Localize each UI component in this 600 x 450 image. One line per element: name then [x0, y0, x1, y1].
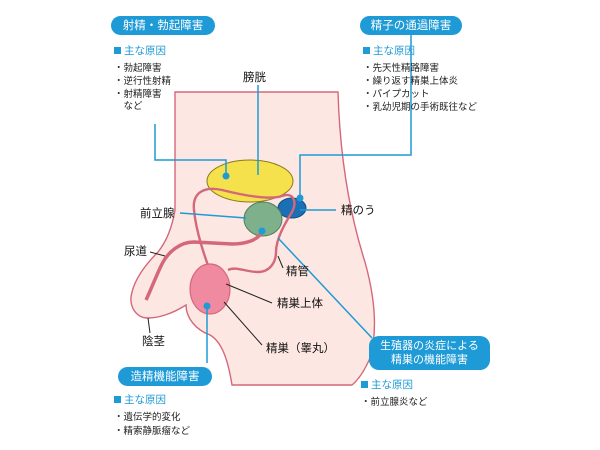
box-title-inflammation: 生殖器の炎症による 精巣の機能障害 — [369, 336, 490, 370]
title-line-1: 生殖器の炎症による — [380, 339, 479, 352]
leader-top-right — [299, 34, 412, 196]
list-item: ・射精障害 — [114, 89, 162, 100]
testis-shape — [189, 263, 231, 315]
leader-lines — [154, 34, 412, 363]
label-epididymis: 精巣上体 — [277, 296, 323, 310]
list-item: ・精索静脈瘤など — [114, 426, 191, 437]
dot-testis — [203, 302, 211, 310]
square-bullet-icon — [114, 47, 121, 54]
leader-prostate — [179, 212, 247, 219]
pointer-urethra — [149, 251, 166, 257]
list-item: ・勃起障害 — [114, 63, 162, 74]
label-vas-deferens: 精管 — [286, 264, 309, 278]
list-item: ・繰り返す精巣上体炎 — [363, 76, 459, 87]
square-bullet-icon — [363, 47, 370, 54]
subtitle-text: 主な原因 — [371, 379, 413, 391]
leader-top-left — [154, 124, 227, 174]
subtitle-text: 主な原因 — [373, 45, 415, 57]
urethra-path — [144, 231, 264, 301]
dot-seminal — [296, 194, 304, 202]
list-item: など — [114, 101, 143, 112]
box-subtitle-spermatogenesis: 主な原因 — [114, 393, 166, 407]
list-item: ・先天性精路障害 — [363, 63, 440, 74]
box-title-ejaculation: 射精・勃起障害 — [111, 16, 215, 35]
square-bullet-icon — [361, 381, 368, 388]
dot-bladder — [222, 172, 230, 180]
box-subtitle-sperm-passage: 主な原因 — [363, 44, 415, 58]
pointer-epididymis — [225, 283, 273, 304]
label-seminal-vesicle: 精のう — [341, 203, 376, 217]
pointer-penis — [147, 317, 151, 334]
label-prostate: 前立腺 — [140, 206, 175, 220]
list-item: ・パイプカット — [363, 89, 430, 100]
pointer-vas — [277, 255, 284, 269]
endpoint-dots — [203, 172, 304, 310]
vas-deferens-path — [192, 187, 296, 283]
title-line-2: 精巣の機能障害 — [391, 353, 468, 366]
label-urethra: 尿道 — [124, 244, 147, 258]
label-testis: 精巣（睾丸） — [266, 341, 335, 355]
label-penis: 陰茎 — [142, 334, 165, 348]
pointer-testis — [223, 301, 263, 346]
list-item: ・前立腺炎など — [361, 397, 428, 408]
list-item: ・逆行性射精 — [114, 76, 172, 87]
square-bullet-icon — [114, 396, 121, 403]
subtitle-text: 主な原因 — [124, 394, 166, 406]
dot-prostate — [258, 227, 266, 235]
subtitle-text: 主な原因 — [124, 45, 166, 57]
box-subtitle-ejaculation: 主な原因 — [114, 44, 166, 58]
box-title-spermatogenesis: 造精機能障害 — [118, 367, 212, 386]
list-item: ・遺伝学的変化 — [114, 412, 181, 423]
box-subtitle-inflammation: 主な原因 — [361, 378, 413, 392]
prostate-shape — [243, 201, 283, 237]
leader-bottom-right — [277, 237, 373, 339]
label-bladder: 膀胱 — [243, 70, 266, 84]
list-item: ・乳幼児期の手術既往など — [363, 102, 478, 113]
box-title-sperm-passage: 精子の通過障害 — [360, 16, 462, 35]
label-pointers — [147, 251, 284, 346]
